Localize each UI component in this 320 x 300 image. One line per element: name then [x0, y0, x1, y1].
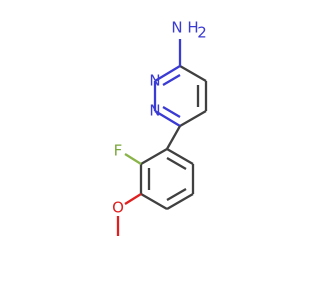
- bond-c6-n1: [154, 110, 181, 127]
- bond-ph6-ph1: [166, 148, 194, 165]
- bond-n2-c3: [154, 65, 181, 82]
- bond-ph1-ph2: [140, 148, 168, 165]
- amine-hydrogen-label: H: [187, 19, 198, 37]
- oxygen-label: O: [112, 199, 124, 217]
- chemical-structure: N H 2 N N F O: [112, 19, 208, 236]
- bond-c5-c6: [179, 110, 207, 127]
- bond-ph3-ph4: [140, 193, 168, 210]
- fluorine-label: F: [114, 142, 123, 160]
- bond-n2-c3-inner: [162, 74, 181, 86]
- bond-c3-c4: [179, 65, 207, 82]
- ring-nitrogen-bottom-label: N: [149, 102, 160, 120]
- atom-label-layer: N H 2 N N F O: [112, 19, 207, 217]
- bond-layer: [116, 39, 208, 236]
- bond-ph4-ph5-inner: [166, 188, 187, 201]
- bond-c6-phenyl: [165, 125, 182, 150]
- bond-ph4-ph5: [166, 193, 194, 210]
- amine-nitrogen-label: N: [171, 19, 182, 37]
- amine-subscript-label: 2: [197, 24, 207, 42]
- bond-c6-n1-inner: [162, 106, 181, 118]
- ring-nitrogen-top-label: N: [149, 72, 160, 90]
- bond-methoxy-o: [124, 193, 142, 205]
- bond-fluoro: [124, 153, 142, 165]
- bond-ph6-ph1-inner: [166, 157, 187, 170]
